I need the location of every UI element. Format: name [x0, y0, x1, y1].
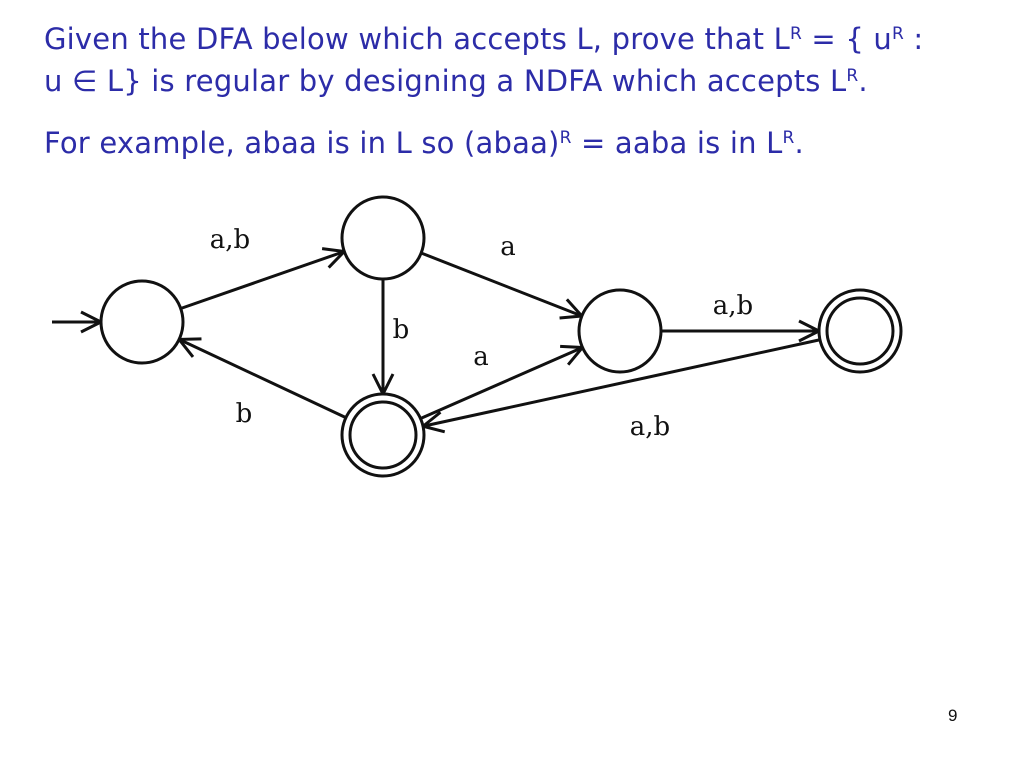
transition-label-q1-q2: b — [393, 315, 410, 345]
reverse-superscript: R — [891, 24, 904, 44]
state-q3 — [577, 288, 663, 374]
state-q1 — [340, 195, 426, 281]
dfa-edge-labels: a,b a b a b a,b a,b — [210, 225, 753, 442]
dfa-edges — [52, 247, 823, 434]
transition-label-q1-q3: a — [500, 232, 516, 262]
transition-label-q4-q2: a,b — [630, 412, 670, 442]
reverse-superscript: R — [846, 66, 859, 86]
problem-statement: Given the DFA below which accepts L, pro… — [44, 18, 1004, 164]
reverse-superscript: R — [782, 128, 795, 148]
transition-q1-q3 — [420, 251, 583, 318]
transition-label-q0-q1: a,b — [210, 225, 250, 255]
reverse-superscript: R — [559, 128, 572, 148]
transition-label-q2-q0: b — [236, 399, 253, 429]
reverse-superscript: R — [789, 24, 802, 44]
transition-q2-q3 — [419, 346, 584, 420]
transition-q4-q2 — [422, 338, 821, 428]
transition-q2-q0 — [178, 338, 347, 419]
accepting-ring-q2 — [348, 400, 418, 470]
transition-label-q2-q3: a — [473, 342, 489, 372]
state-q2 — [340, 392, 426, 478]
accepting-ring-q4 — [825, 296, 895, 366]
state-q0 — [99, 279, 185, 365]
statement-line-1: Given the DFA below which accepts L, pro… — [44, 22, 924, 56]
state-q4 — [817, 288, 903, 374]
statement-line-2: u ∈ L} is regular by designing a NDFA wh… — [44, 64, 868, 98]
page-number: 9 — [948, 706, 958, 725]
dfa-states — [99, 195, 903, 478]
transition-label-q3-q4: a,b — [713, 291, 753, 321]
example-line: For example, abaa is in L so (abaa)R = a… — [44, 126, 804, 160]
transition-q0-q1 — [180, 250, 345, 310]
